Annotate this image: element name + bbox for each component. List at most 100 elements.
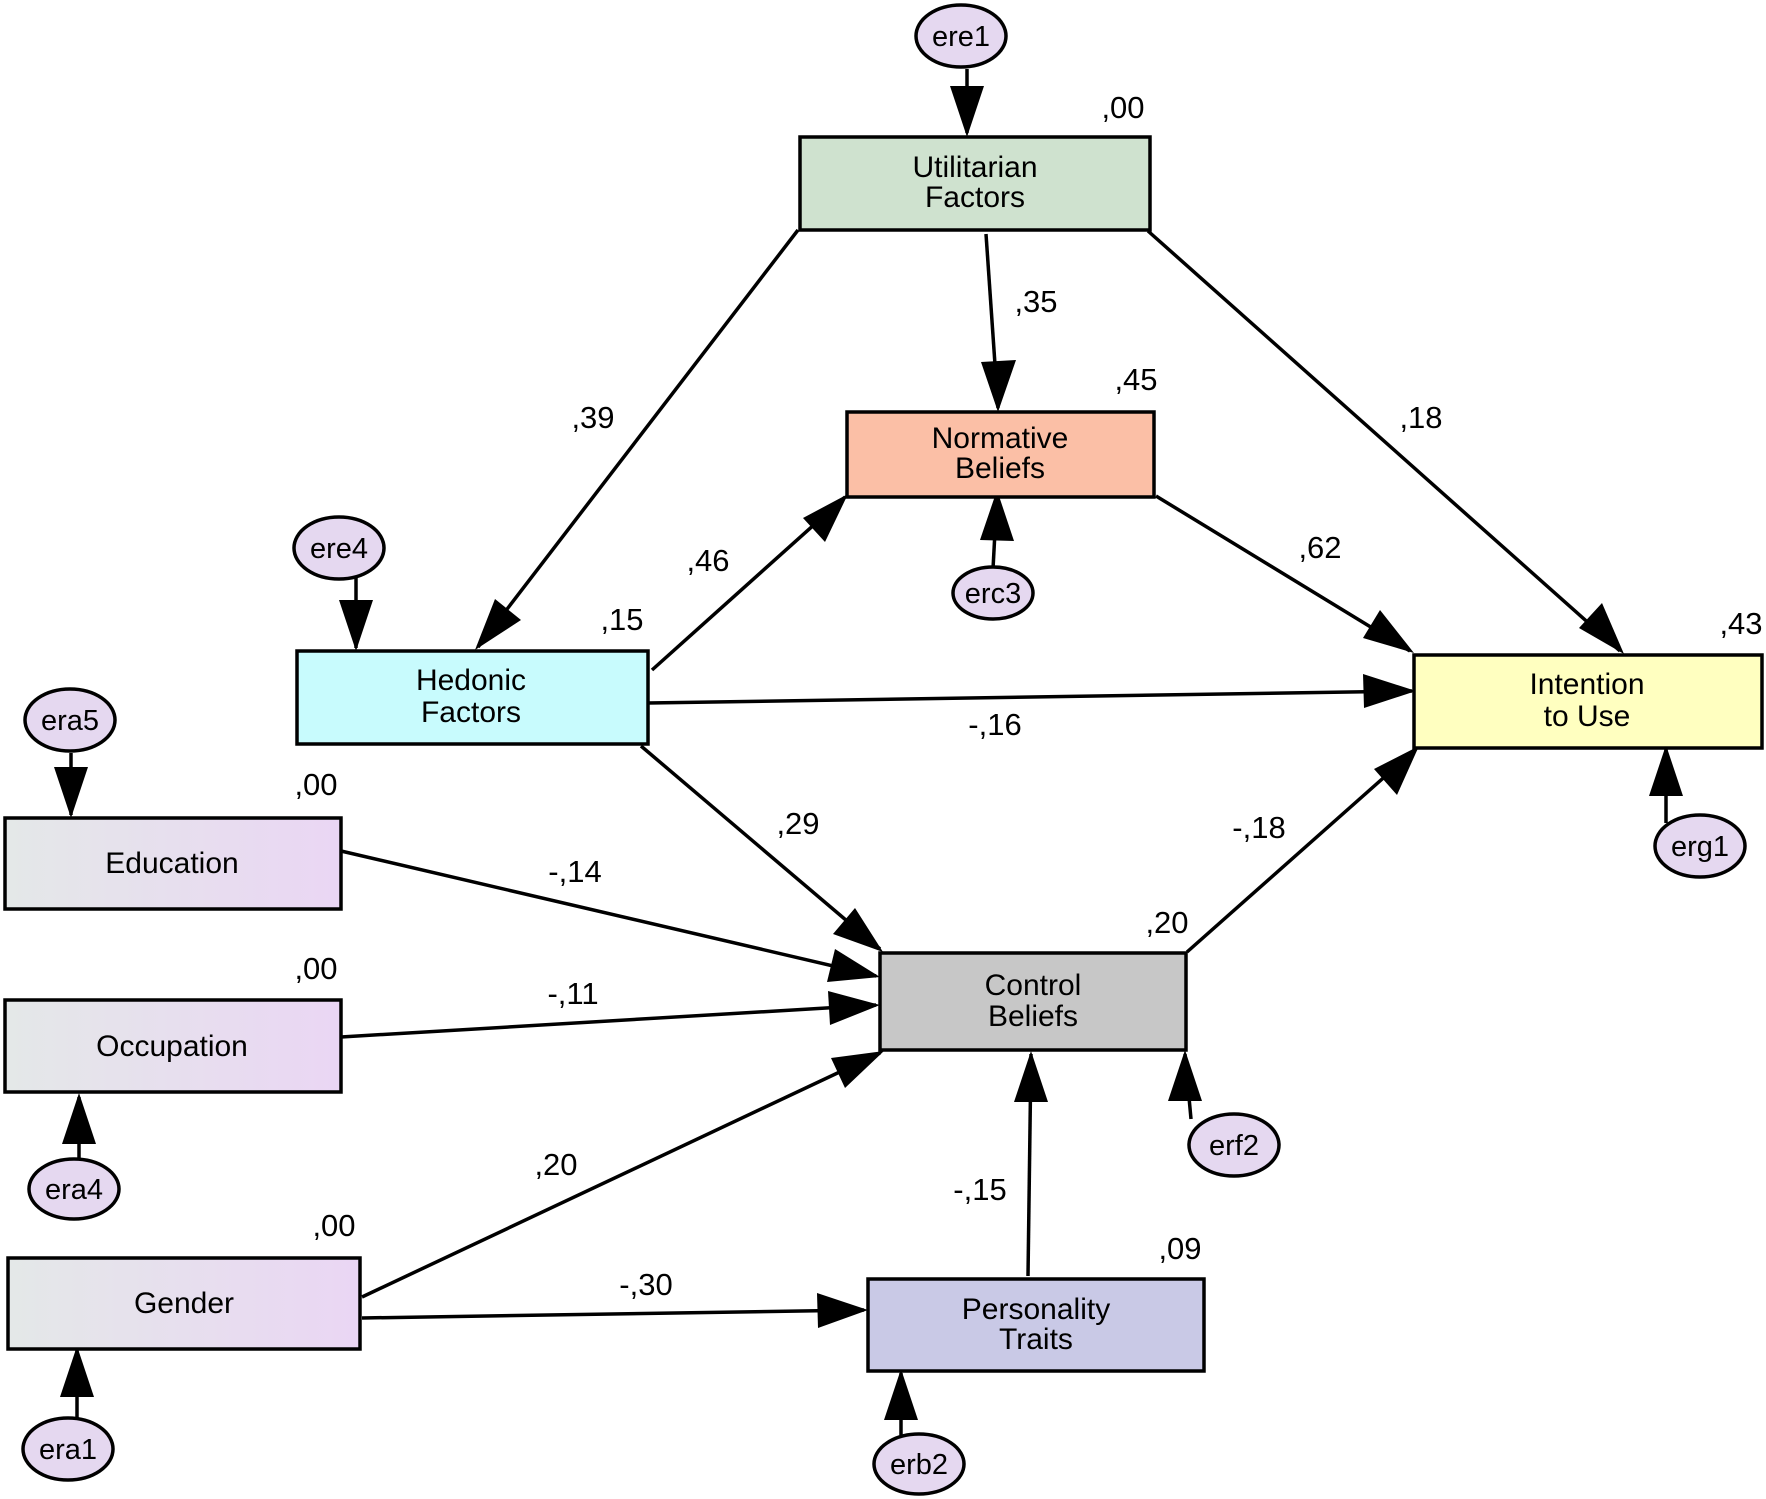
- arrowhead-erb2: [884, 1369, 918, 1420]
- hedonic-label-line1: Hedonic: [416, 664, 526, 697]
- box-intention-to-use: [1412, 653, 1764, 750]
- error-era5: era5: [23, 687, 117, 753]
- coef-util-hed: ,39: [571, 400, 614, 435]
- arrowhead-intention-from-ctrl: [1374, 746, 1419, 795]
- personality-label-line2: Traits: [999, 1323, 1073, 1356]
- coef-pers-ctrl: -,15: [953, 1172, 1006, 1207]
- normative-label-line2: Beliefs: [955, 452, 1045, 485]
- gender-label: Gender: [134, 1287, 234, 1320]
- path-coefficients: ,35 ,39 ,18 ,46 ,62 -,16 ,29 -,18 -,14 -…: [534, 284, 1442, 1302]
- r2-occupation: ,00: [294, 951, 337, 986]
- arrowhead-control-from-gen: [831, 1051, 884, 1088]
- arrowhead-erf2: [1168, 1050, 1202, 1101]
- coef-edu-ctrl: -,14: [548, 854, 601, 889]
- r2-control: ,20: [1145, 905, 1188, 940]
- hedonic-label-line2: Factors: [421, 696, 521, 729]
- arrowhead-era5: [54, 767, 88, 818]
- arrowhead-era4: [62, 1093, 96, 1144]
- error-terms: ere1 ere4 erc3 era5 era4 era1 erf2 erg1: [21, 3, 1747, 1496]
- coef-gen-pers: -,30: [619, 1267, 672, 1302]
- r2-intention: ,43: [1719, 606, 1762, 641]
- arrowhead-control-from-hed: [833, 908, 883, 952]
- variable-boxes: [3, 135, 1764, 1373]
- coef-occ-ctrl: -,11: [547, 976, 598, 1011]
- box-normative-beliefs: [845, 410, 1156, 499]
- coef-norm-int: ,62: [1298, 530, 1341, 565]
- arrowhead-control-from-occ: [828, 991, 880, 1025]
- occupation-label: Occupation: [96, 1030, 248, 1063]
- error-label-erb2: erb2: [890, 1449, 948, 1481]
- error-label-erf2: erf2: [1209, 1130, 1259, 1162]
- error-erf2: erf2: [1187, 1112, 1281, 1178]
- error-label-era5: era5: [41, 705, 99, 737]
- intention-label-line1: Intention: [1529, 668, 1644, 701]
- error-label-ere1: ere1: [932, 21, 990, 53]
- error-label-era4: era4: [45, 1174, 103, 1206]
- box-occupation: [3, 998, 343, 1094]
- error-label-erc3: erc3: [965, 578, 1021, 610]
- box-hedonic-factors: [295, 649, 650, 746]
- box-control-beliefs: [878, 951, 1188, 1052]
- error-ere1: ere1: [914, 3, 1008, 69]
- coef-gen-ctrl: ,20: [534, 1147, 577, 1182]
- utilitarian-label-line1: Utilitarian: [912, 151, 1037, 184]
- r2-personality: ,09: [1158, 1231, 1201, 1266]
- coef-hed-int: -,16: [968, 707, 1021, 742]
- box-labels: Utilitarian Factors Normative Beliefs He…: [96, 151, 1644, 1356]
- coef-hed-ctrl: ,29: [776, 806, 819, 841]
- coef-util-int: ,18: [1399, 400, 1442, 435]
- arrowhead-intention-from-util: [1579, 603, 1624, 654]
- r2-gender: ,00: [312, 1208, 355, 1243]
- error-label-era1: era1: [39, 1434, 97, 1466]
- arrowhead-ere1: [950, 86, 984, 137]
- error-label-ere4: ere4: [310, 533, 368, 565]
- box-personality-traits: [866, 1277, 1206, 1373]
- path-utilitarian-to-hedonic: [476, 228, 800, 649]
- arrowhead-intention-from-hed: [1363, 674, 1416, 708]
- path-normative-to-intention: [1155, 494, 1411, 653]
- r2-normative: ,45: [1114, 362, 1157, 397]
- error-erc3: erc3: [951, 565, 1035, 621]
- arrowheads: [54, 86, 1683, 1420]
- control-label-line1: Control: [985, 969, 1082, 1002]
- control-label-line2: Beliefs: [988, 1000, 1078, 1033]
- arrowhead-hedonic-from-util: [475, 599, 521, 650]
- error-era1: era1: [21, 1416, 115, 1482]
- path-control-to-intention: [1185, 747, 1418, 954]
- arrowhead-era1: [60, 1346, 94, 1397]
- structural-paths: [69, 69, 1668, 1435]
- arrowhead-control-from-pers: [1014, 1051, 1048, 1102]
- error-ere4: ere4: [292, 515, 386, 581]
- r-squared-labels: ,00 ,45 ,15 ,43 ,00 ,00 ,00 ,20 ,09: [294, 90, 1762, 1266]
- coef-hed-norm: ,46: [686, 543, 729, 578]
- coef-util-norm: ,35: [1014, 284, 1057, 319]
- box-utilitarian-factors: [798, 135, 1152, 232]
- path-hedonic-to-intention: [647, 689, 1413, 705]
- r2-education: ,00: [294, 767, 337, 802]
- box-education: [3, 816, 343, 911]
- intention-label-line2: to Use: [1544, 700, 1631, 733]
- box-gender: [6, 1256, 362, 1351]
- r2-utilitarian: ,00: [1101, 90, 1144, 125]
- path-occupation-to-control: [340, 1003, 877, 1039]
- r2-hedonic: ,15: [600, 602, 643, 637]
- arrowhead-personality-from-gen: [817, 1293, 868, 1328]
- utilitarian-label-line2: Factors: [925, 181, 1025, 214]
- path-gender-to-control: [361, 1051, 881, 1299]
- error-erb2: erb2: [872, 1432, 966, 1496]
- error-era4: era4: [27, 1157, 121, 1221]
- arrowhead-erc3: [980, 490, 1014, 541]
- error-erg1: erg1: [1653, 813, 1747, 879]
- arrowhead-normative: [981, 360, 1016, 412]
- arrowhead-control-from-edu: [827, 949, 880, 982]
- personality-label-line1: Personality: [962, 1293, 1110, 1326]
- education-label: Education: [105, 847, 238, 880]
- arrowhead-normative-from-hed: [803, 494, 848, 542]
- path-education-to-control: [340, 849, 877, 978]
- path-hedonic-to-control: [639, 744, 882, 951]
- coef-ctrl-int: -,18: [1232, 810, 1285, 845]
- path-utilitarian-to-intention: [1146, 229, 1622, 653]
- path-gender-to-personality: [361, 1308, 865, 1320]
- arrowhead-erg1: [1649, 745, 1683, 796]
